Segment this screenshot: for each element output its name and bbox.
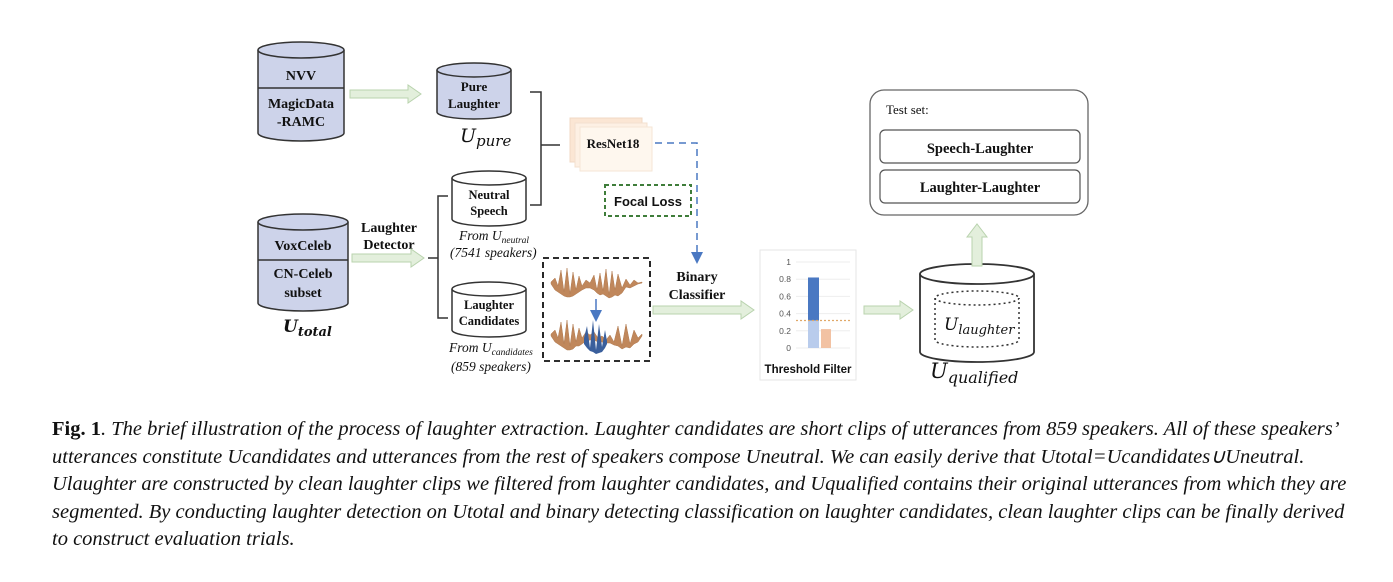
- binary-label: Binary: [676, 270, 717, 285]
- neutral-speech-cylinder: Neutral Speech: [451, 170, 527, 227]
- focal-loss-box: Focal Loss: [604, 184, 692, 217]
- waveform-bottom: [550, 319, 643, 351]
- source-cylinder-voxceleb-cnceleb: VoxCeleb CN-Celeb subset: [257, 213, 349, 312]
- test-set-laughter-laughter: Laughter-Laughter: [920, 180, 1041, 196]
- resnet-label: ResNet18: [587, 136, 640, 151]
- threshold-filter-panel: 0 0.2 0.4 0.6 0.8 1 Threshold Filter: [759, 249, 857, 381]
- arrow-to-threshold: [652, 300, 755, 320]
- threshold-bar-upper: [808, 277, 819, 321]
- arrow-to-pure-laughter: [349, 84, 422, 104]
- qualified-cylinder: Ulaughter: [919, 263, 1035, 363]
- laughter-label: Laughter: [448, 96, 500, 111]
- waveform-laughter-segment: [584, 320, 607, 354]
- resnet-model-block: ResNet18: [569, 117, 653, 172]
- neutral-label: Neutral: [469, 188, 510, 202]
- threshold-tick-label: 1: [786, 257, 791, 267]
- test-set-panel: Test set: Speech-Laughter Laughter-Laugh…: [869, 89, 1089, 216]
- u-laughter-label: Ulaughter: [944, 315, 1015, 338]
- threshold-tick-label: 0.8: [779, 274, 791, 284]
- source-cnceleb-label: CN-Celeb: [273, 267, 332, 282]
- waveform-box: [542, 257, 651, 362]
- threshold-bars: [808, 277, 831, 348]
- threshold-ticks: 0 0.2 0.4 0.6 0.8 1: [779, 257, 791, 353]
- candidates-laughter-label: Laughter: [464, 298, 514, 312]
- caption-text: . The brief illustration of the process …: [52, 418, 1347, 550]
- test-set-title: Test set:: [886, 102, 929, 117]
- threshold-bar-lower: [808, 320, 819, 348]
- speech-label: Speech: [470, 204, 508, 218]
- test-set-speech-laughter: Speech-Laughter: [927, 141, 1034, 157]
- source-subset-label: subset: [284, 286, 322, 301]
- source-cylinder-nvv-magicdata: NVV MagicData -RAMC: [257, 41, 345, 142]
- figure-caption: Fig. 1. The brief illustration of the pr…: [52, 416, 1352, 554]
- focal-loss-label: Focal Loss: [614, 194, 682, 209]
- bracket-detector-split: [428, 195, 448, 319]
- u-pure-label: Upure: [460, 125, 511, 150]
- pure-label: Pure: [461, 79, 488, 94]
- laughter-detector-label-line1: Laughter: [361, 221, 417, 236]
- threshold-tick-label: 0.4: [779, 309, 791, 319]
- u-qualified-label: Uqualified: [930, 359, 1018, 387]
- threshold-tick-label: 0: [786, 343, 791, 353]
- candidates-label: Candidates: [459, 314, 520, 328]
- source-magicdata-label: MagicData: [268, 97, 334, 112]
- from-u-neutral: From Uneutral: [458, 228, 529, 246]
- threshold-bar-upper: [821, 329, 831, 348]
- threshold-tick-label: 0.2: [779, 326, 791, 336]
- caption-label: Fig. 1: [52, 418, 101, 440]
- waveform-top: [550, 267, 643, 299]
- classifier-label: Classifier: [669, 288, 726, 303]
- pure-laughter-cylinder: Pure Laughter: [436, 62, 512, 120]
- u-total-label: Utotal: [283, 317, 332, 340]
- source-nvv-label: NVV: [286, 69, 316, 84]
- laughter-detector-label-line2: Detector: [363, 238, 414, 253]
- arrow-to-detector-split: [351, 248, 425, 268]
- pipeline-diagram: NVV MagicData -RAMC Pure Laughter Upure …: [257, 41, 1089, 387]
- source-ramc-label: -RAMC: [277, 115, 325, 130]
- threshold-filter-title: Threshold Filter: [765, 364, 852, 376]
- threshold-tick-label: 0.6: [779, 291, 791, 301]
- neutral-speakers-count: (7541 speakers): [450, 245, 537, 260]
- threshold-grid: [796, 261, 850, 349]
- arrow-to-qualified: [863, 300, 914, 320]
- candidates-speakers-count: (859 speakers): [451, 359, 531, 374]
- source-voxceleb-label: VoxCeleb: [274, 239, 331, 254]
- arrow-up-to-test-set: [965, 223, 989, 267]
- bracket-to-resnet: [530, 91, 560, 206]
- from-u-candidates: From Ucandidates: [448, 340, 533, 358]
- laughter-candidates-cylinder: Laughter Candidates: [451, 281, 527, 338]
- dashed-arrow-resnet-to-classifier: [655, 142, 703, 264]
